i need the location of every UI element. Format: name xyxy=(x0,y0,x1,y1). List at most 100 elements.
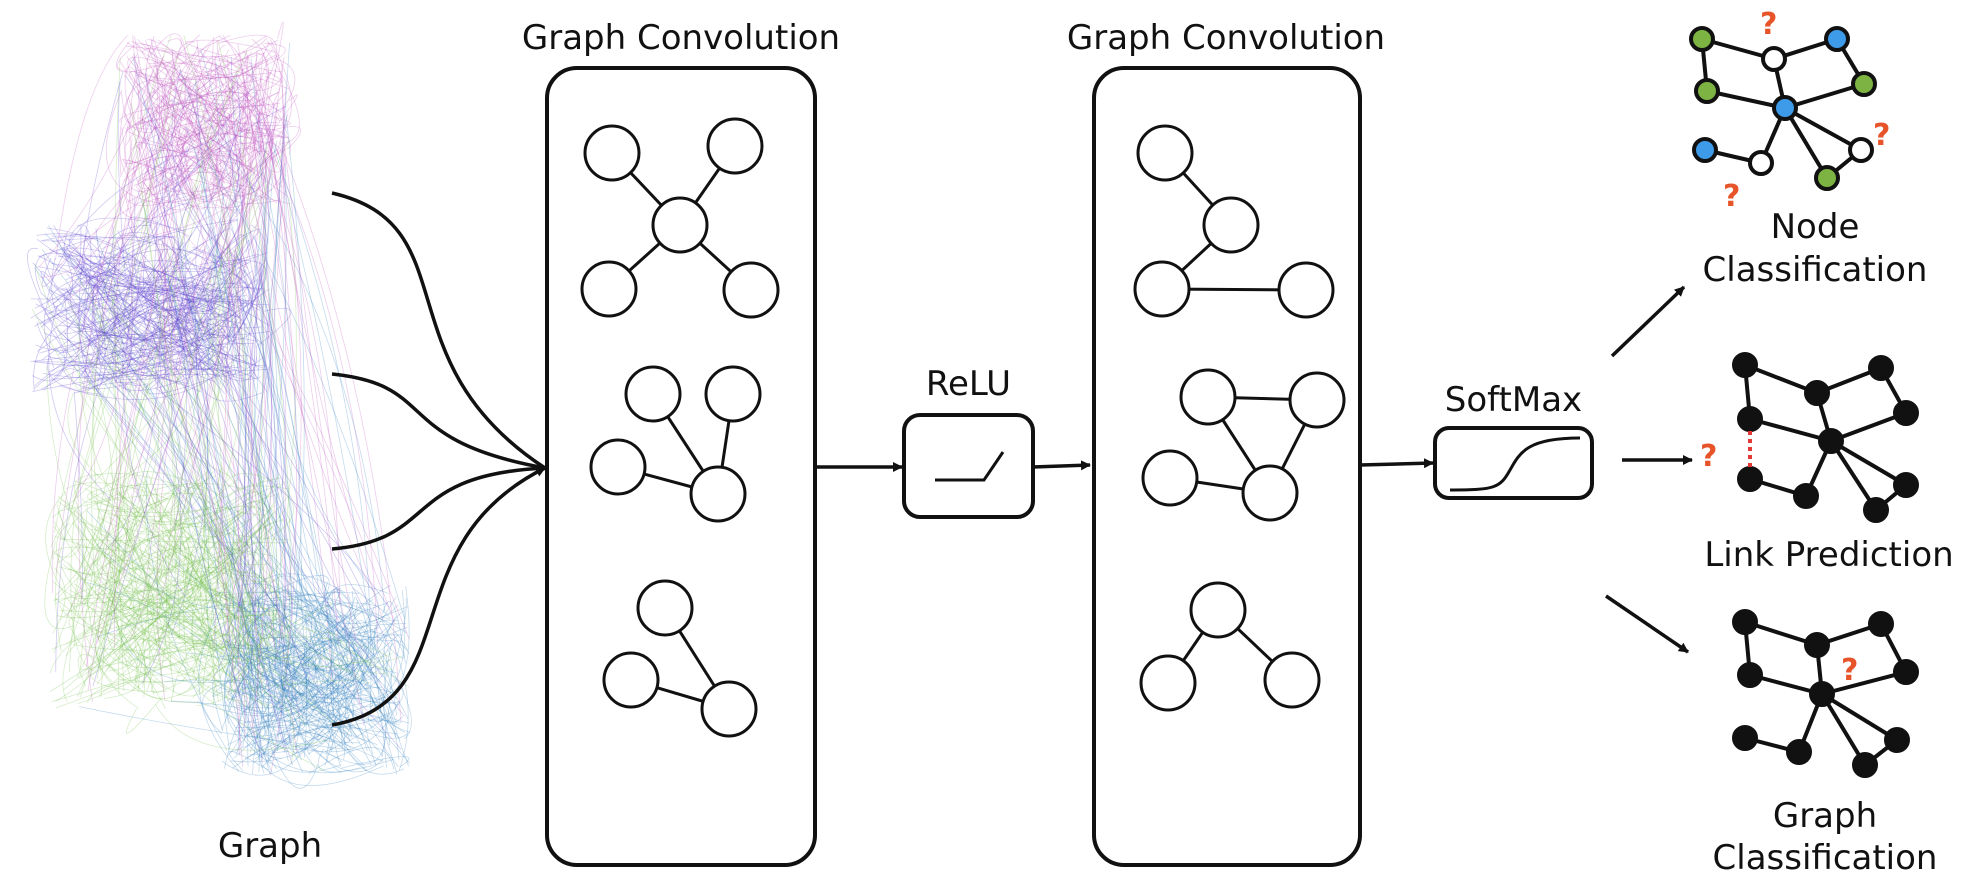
graph-edge xyxy=(239,53,270,118)
graph-edge xyxy=(280,616,397,684)
graph-edge xyxy=(46,309,235,371)
graph-edge xyxy=(35,361,202,393)
graph-edge xyxy=(35,252,79,292)
graph-edge xyxy=(97,624,246,682)
graph-edge xyxy=(169,62,233,145)
graph-edge xyxy=(74,473,101,499)
graph-edge xyxy=(77,140,141,703)
graph-edge xyxy=(99,339,168,350)
graph-edge xyxy=(292,590,354,618)
graph-edge xyxy=(281,667,354,688)
graph-edge xyxy=(158,236,174,343)
graph-edge xyxy=(79,706,355,751)
graph-edge xyxy=(99,275,160,339)
graph-edge xyxy=(256,595,365,652)
graph-edge xyxy=(54,75,187,533)
graph-edge xyxy=(131,41,282,73)
graph-edge xyxy=(336,587,348,698)
graph-edge xyxy=(55,496,125,652)
graph-edge xyxy=(171,103,246,738)
graph-edge xyxy=(40,233,85,242)
graph-edge xyxy=(103,627,147,699)
graph-edge xyxy=(141,190,176,622)
graph-edge xyxy=(33,269,247,366)
graph-edge xyxy=(161,60,207,198)
graph-edge xyxy=(276,640,320,659)
graph-edge xyxy=(167,481,266,516)
graph-edge xyxy=(291,619,400,666)
graph-edge xyxy=(344,625,381,662)
graph-edge xyxy=(95,87,254,392)
graph-edge xyxy=(82,290,223,352)
graph-edge xyxy=(302,665,334,750)
graph-edge xyxy=(53,284,149,372)
graph-edge xyxy=(111,566,244,609)
graph-edge xyxy=(250,58,278,712)
graph-edge xyxy=(156,546,207,645)
graph-edge xyxy=(224,602,389,769)
graph-edge xyxy=(145,278,247,329)
graph-edge xyxy=(260,127,379,649)
graph-edge xyxy=(84,325,116,355)
link-prediction-label: Link Prediction xyxy=(1704,535,1954,575)
graph-edge xyxy=(102,258,153,292)
graph-edge xyxy=(154,126,278,204)
graph-edge xyxy=(321,581,328,607)
graph-edge xyxy=(239,653,320,736)
graph-edge xyxy=(152,326,257,376)
graph-edge xyxy=(286,592,409,719)
question-mark-icon: ? xyxy=(1723,179,1740,214)
graph-edge xyxy=(257,616,274,680)
graph-edge xyxy=(177,325,264,377)
graph-edge xyxy=(284,601,342,628)
graph-edge xyxy=(85,361,159,485)
graph-edge xyxy=(128,147,189,299)
graph-edge xyxy=(68,225,82,269)
graph-edge xyxy=(274,58,296,114)
graph-edge xyxy=(172,608,209,641)
graph-edge xyxy=(249,587,341,699)
graph-node xyxy=(1141,449,1199,507)
graph-edge xyxy=(189,632,260,697)
graph-node xyxy=(1793,483,1819,509)
graph-edge xyxy=(118,517,172,672)
graph-edge xyxy=(86,88,197,667)
graph-edge xyxy=(298,647,400,704)
graph-edge xyxy=(221,105,284,638)
graph-edge xyxy=(134,42,179,67)
graph-edge xyxy=(87,361,258,392)
graph-edge xyxy=(125,75,268,371)
graph-edge xyxy=(175,325,372,623)
graph-edge xyxy=(92,270,204,332)
graph-edge xyxy=(40,271,52,296)
graph-edge xyxy=(166,306,205,353)
graph-edge xyxy=(218,36,277,185)
graph-edge xyxy=(66,291,193,308)
graph-edge xyxy=(63,280,192,334)
graph-edge xyxy=(109,347,259,697)
graph-edge xyxy=(209,178,247,197)
graph-edge xyxy=(195,81,346,727)
graph-node-blue xyxy=(1772,95,1798,121)
graph-edge xyxy=(313,591,352,637)
graph-edge xyxy=(136,38,252,132)
graph-edge xyxy=(179,39,247,150)
graph-edge xyxy=(232,625,398,735)
graph-edge xyxy=(101,317,231,477)
graph-edge xyxy=(90,493,112,578)
graph-edge xyxy=(317,748,395,773)
graph-edge xyxy=(243,636,305,659)
graph-edge xyxy=(106,559,137,617)
graph-edge xyxy=(51,100,167,594)
graph-edge xyxy=(174,99,196,201)
graph-edge xyxy=(129,568,177,571)
graph-edge xyxy=(237,596,250,650)
conv2-subgraph-a xyxy=(1133,124,1335,319)
graph-edge xyxy=(95,593,140,709)
graph-edge xyxy=(226,677,299,701)
graph-edge xyxy=(310,621,333,739)
graph-edge xyxy=(117,81,126,275)
graph-edge xyxy=(165,162,252,577)
graph-edge xyxy=(185,172,264,358)
graph-edge xyxy=(306,651,379,702)
